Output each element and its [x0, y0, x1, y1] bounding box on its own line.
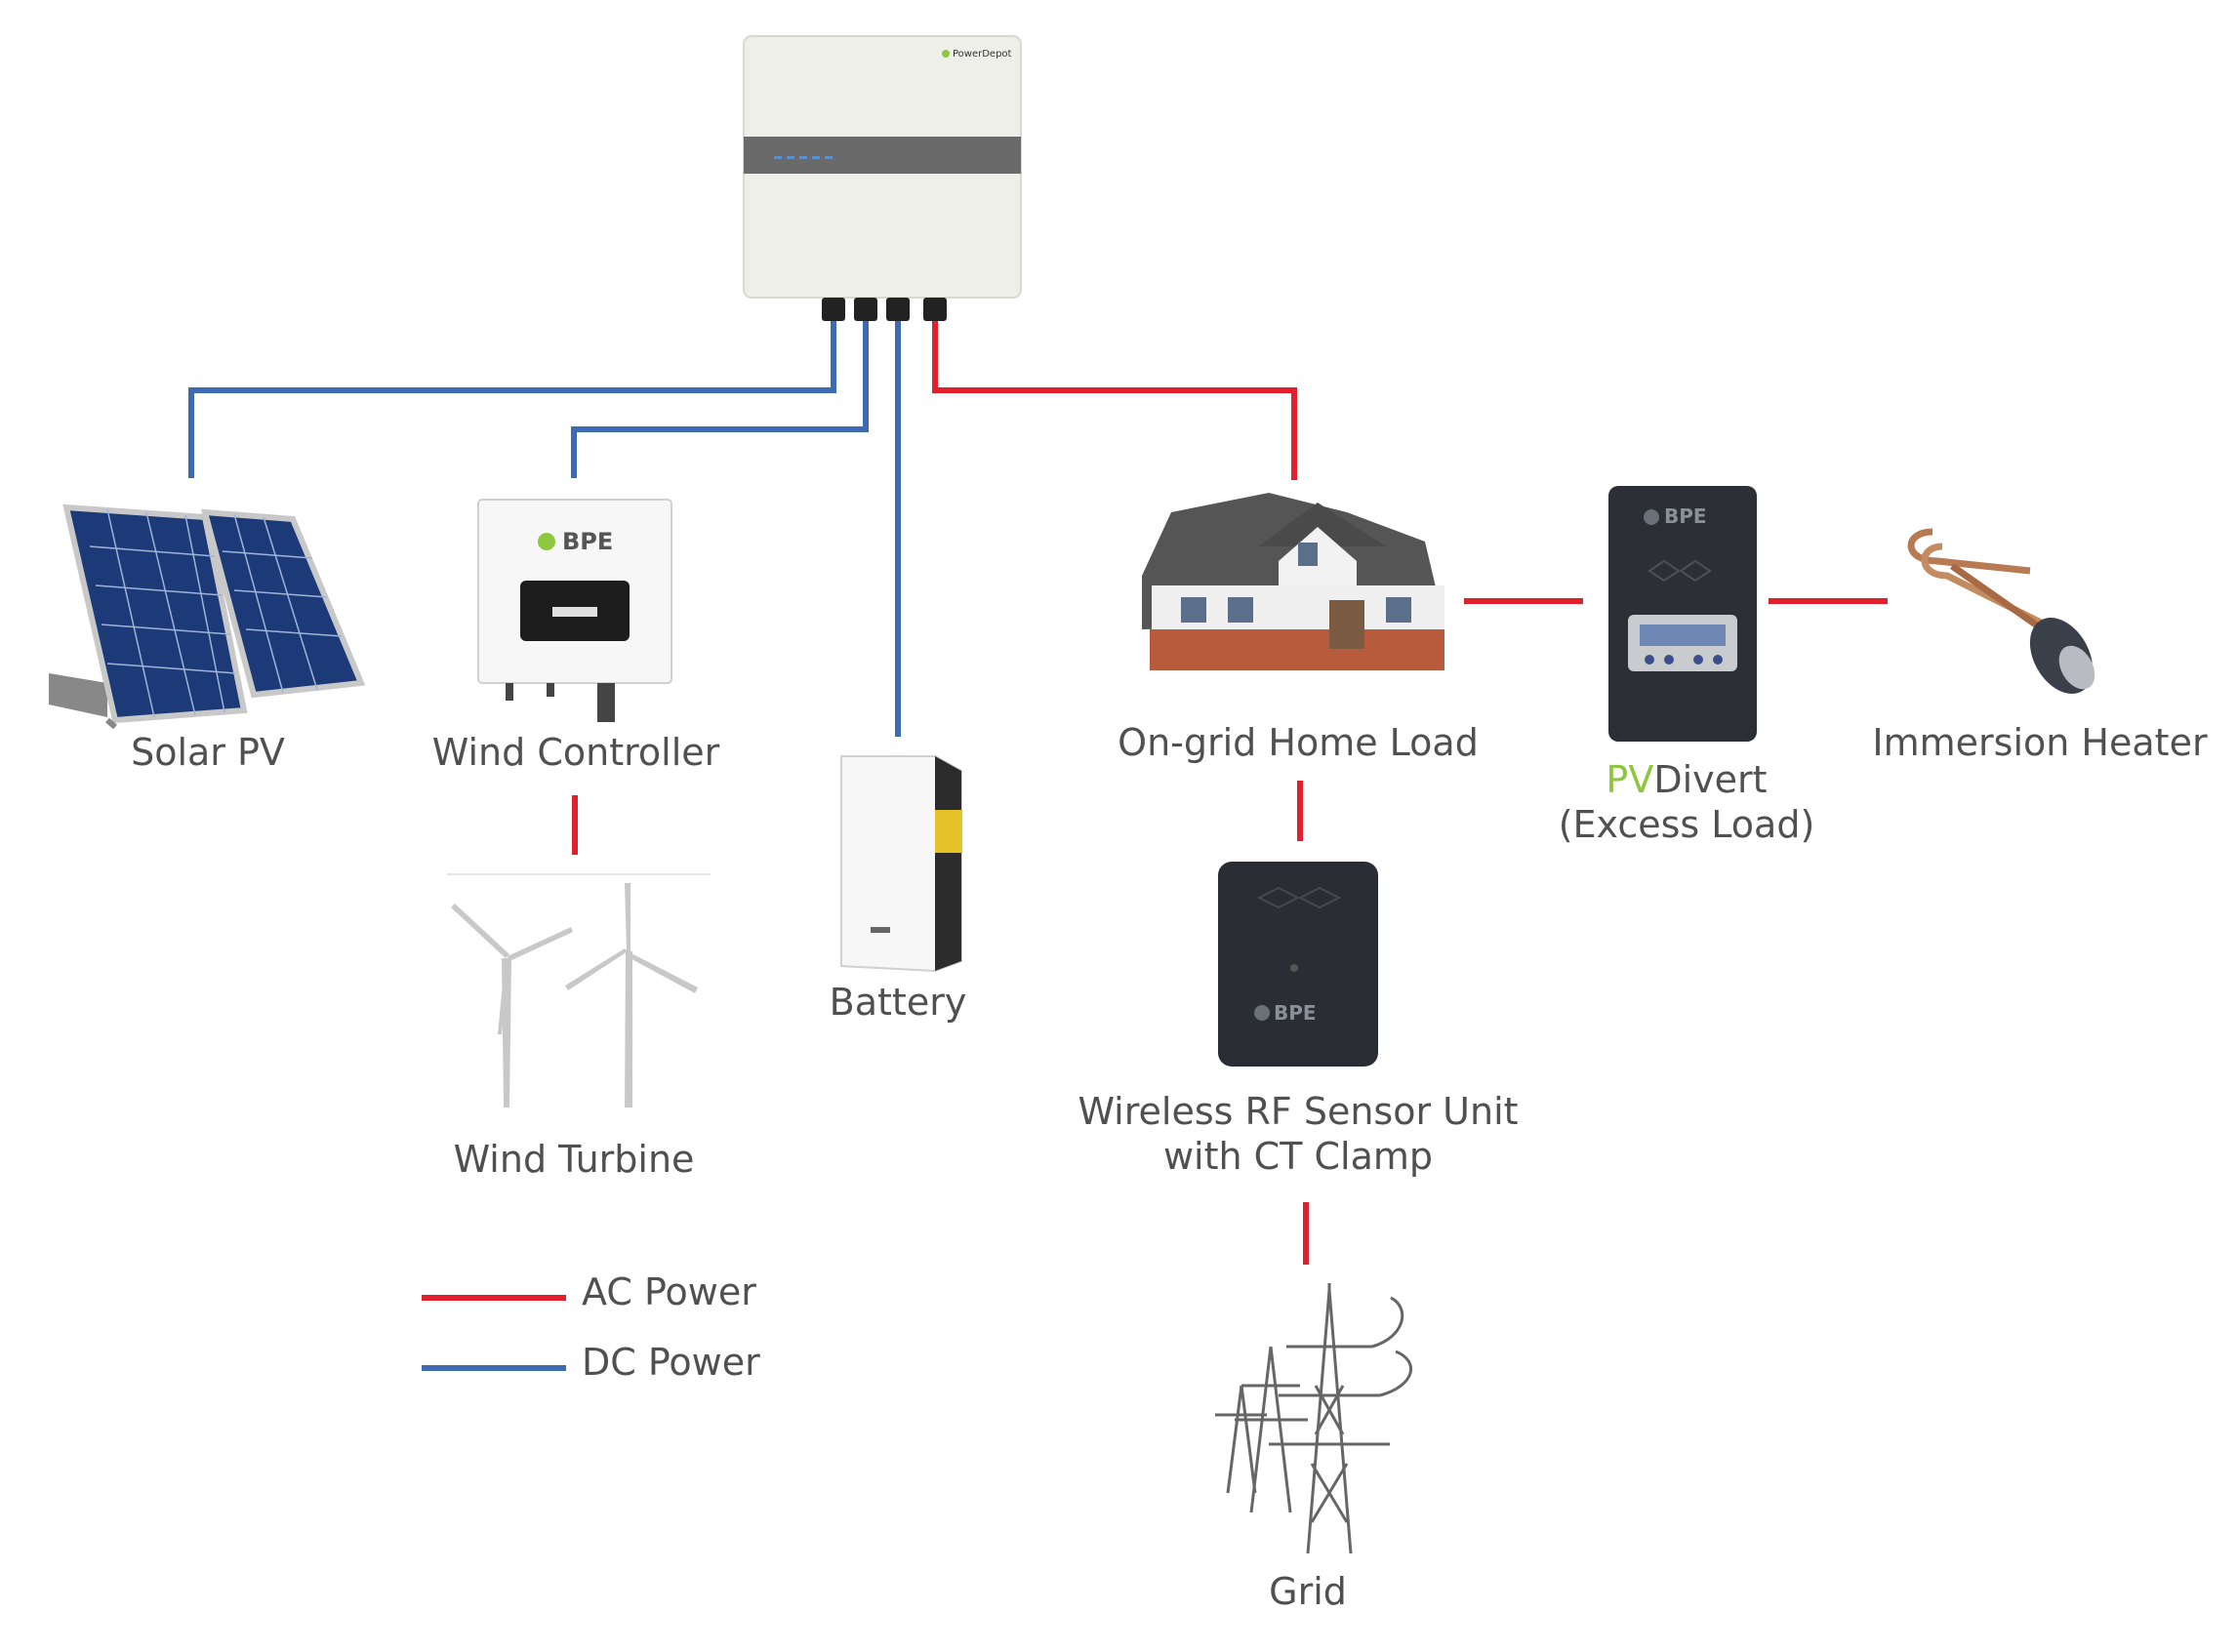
- immersion-heater-icon: [1907, 528, 2095, 694]
- rf-sensor-label-line2: with CT Clamp: [1162, 1135, 1434, 1178]
- inverter-brand-logo: PowerDepot: [953, 49, 1012, 60]
- hybrid-inverter: PowerDepot: [743, 35, 1022, 321]
- rf-sensor-label-line1: Wireless RF Sensor Unit: [1078, 1090, 1519, 1133]
- home-load-label: On-grid Home Load: [1118, 721, 1479, 764]
- leaf-icon: [942, 50, 950, 58]
- house-icon: [1142, 493, 1444, 670]
- pvdivert-sub-label: (Excess Load): [1558, 803, 1815, 846]
- wind-controller-label: Wind Controller: [431, 731, 720, 774]
- legend-dc-label: DC Power: [582, 1341, 760, 1384]
- battery-icon: [840, 755, 962, 973]
- pvdivert-icon: BPE: [1608, 486, 1757, 742]
- dc-wire-solar: [188, 310, 836, 478]
- solar-panel-icon: [49, 504, 366, 730]
- grid-label: Grid: [1269, 1570, 1347, 1613]
- immersion-heater-label: Immersion Heater: [1872, 721, 2208, 764]
- wind-turbine-label: Wind Turbine: [453, 1138, 695, 1181]
- wind-turbine-icon: [447, 873, 711, 1108]
- dc-wire-wind-controller: [571, 310, 869, 478]
- pvdivert-bpe-logo: BPE: [1664, 504, 1707, 528]
- ac-wire-home: [932, 310, 1297, 480]
- sensor-bpe-logo: BPE: [1274, 1001, 1317, 1025]
- wind-controller-icon: BPE: [477, 499, 672, 722]
- dc-wires: [188, 310, 901, 737]
- pvdivert-suffix: Divert: [1653, 758, 1768, 801]
- solar-pv-label: Solar PV: [131, 731, 285, 774]
- rf-sensor-icon: BPE: [1218, 862, 1378, 1067]
- ac-wires: [572, 310, 1888, 1265]
- bpe-logo: BPE: [562, 528, 613, 555]
- legend-ac-label: AC Power: [582, 1270, 756, 1313]
- pvdivert-label: PVDivert: [1540, 757, 1833, 802]
- pvdivert-prefix: PV: [1606, 758, 1654, 801]
- battery-label: Battery: [829, 981, 967, 1024]
- grid-pylon-icon: [1215, 1283, 1413, 1554]
